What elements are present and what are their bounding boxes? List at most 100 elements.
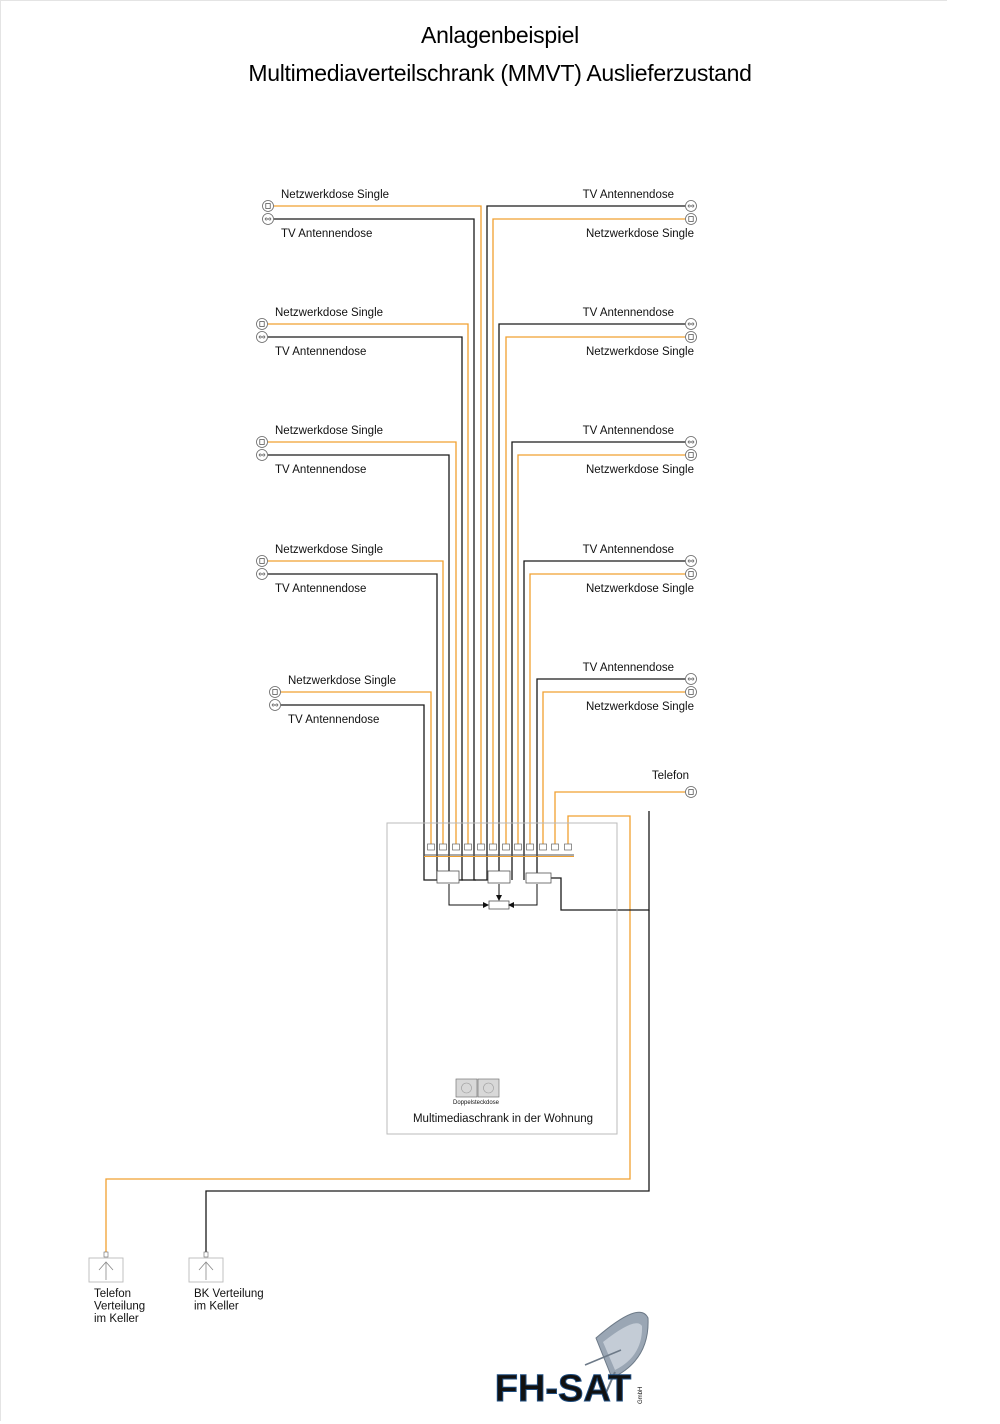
patch-port-icon <box>564 843 572 851</box>
network-cable <box>268 560 444 848</box>
network-socket-icon <box>262 200 274 212</box>
page-frame <box>0 0 947 1421</box>
network-socket-icon <box>685 331 697 343</box>
bk-feeder-cable <box>205 910 650 1255</box>
tv-socket-icon <box>256 331 268 343</box>
company-logo-suffix: GmbH <box>638 1387 644 1404</box>
network-socket-label: Netzwerkdose Single <box>586 701 694 713</box>
tv-socket-icon <box>269 699 281 711</box>
satellite-dish-icon <box>584 1311 649 1396</box>
tv-socket-label: TV Antennendose <box>583 425 674 437</box>
tv-socket-icon <box>256 449 268 461</box>
bk-distribution-label: BK Verteilung <box>194 1288 264 1300</box>
coax-cable <box>536 678 685 880</box>
phone-socket-icon <box>685 786 697 798</box>
network-socket-icon <box>685 568 697 580</box>
patch-port-icon <box>526 843 534 851</box>
network-socket-label: Netzwerkdose Single <box>586 228 694 240</box>
tv-socket-icon <box>685 318 697 330</box>
network-cable <box>505 336 685 848</box>
phone-distribution-label: Verteilung <box>94 1301 145 1313</box>
phone-distribution-box-icon <box>88 1251 124 1283</box>
patch-port-icon <box>427 843 435 851</box>
coax-cable <box>274 218 488 881</box>
coax-cable <box>498 323 685 880</box>
network-socket-label: Netzwerkdose Single <box>288 675 396 687</box>
network-socket-icon <box>685 686 697 698</box>
coax-cable <box>268 336 476 881</box>
signal-arrow <box>448 884 489 908</box>
company-logo: FH-SAT <box>495 1368 632 1410</box>
network-cable <box>542 691 685 848</box>
coax-cable <box>268 454 463 881</box>
network-socket-label: Netzwerkdose Single <box>586 583 694 595</box>
network-cable <box>281 691 432 848</box>
tv-socket-label: TV Antennendose <box>275 346 366 358</box>
patch-port-icon <box>464 843 472 851</box>
phone-socket-label: Telefon <box>652 770 689 782</box>
cabinet-label: Multimediaschrank in der Wohnung <box>413 1113 593 1125</box>
double-socket-label: Doppelsteckdose <box>453 1100 500 1106</box>
coax-cable <box>486 205 685 880</box>
tv-socket-icon <box>685 436 697 448</box>
network-socket-label: Netzwerkdose Single <box>275 425 383 437</box>
tv-socket-icon <box>685 200 697 212</box>
tv-socket-label: TV Antennendose <box>275 464 366 476</box>
double-socket-icon <box>455 1078 500 1098</box>
network-cable <box>268 323 469 848</box>
splitter-box <box>488 900 510 910</box>
network-socket-icon <box>256 318 268 330</box>
splitter-box <box>525 872 552 884</box>
network-socket-icon <box>256 436 268 448</box>
phone-feeder-cable <box>105 815 631 1255</box>
tv-socket-icon <box>685 673 697 685</box>
coax-cable <box>551 877 562 880</box>
network-socket-label: Netzwerkdose Single <box>586 346 694 358</box>
network-cable <box>492 218 685 848</box>
patch-port-icon <box>539 843 547 851</box>
network-cable <box>274 205 482 848</box>
network-socket-icon <box>685 213 697 225</box>
phone-distribution-label: im Keller <box>94 1313 139 1325</box>
coax-cable <box>511 441 685 880</box>
network-cable <box>529 573 685 848</box>
signal-arrow <box>508 884 538 908</box>
patch-port-icon <box>477 843 485 851</box>
tv-socket-label: TV Antennendose <box>275 583 366 595</box>
tv-socket-icon <box>262 213 274 225</box>
tv-socket-icon <box>256 568 268 580</box>
bk-feeder-cable <box>560 811 650 911</box>
splitter-box <box>487 870 511 884</box>
splitter-box <box>436 870 460 884</box>
network-socket-label: Netzwerkdose Single <box>275 544 383 556</box>
bk-distribution-box-icon <box>188 1251 224 1283</box>
network-cable <box>268 441 457 848</box>
network-socket-label: Netzwerkdose Single <box>275 307 383 319</box>
network-socket-icon <box>685 449 697 461</box>
page-subtitle: Multimediaverteilschrank (MMVT) Ausliefe… <box>248 60 752 86</box>
patch-port-icon <box>452 843 460 851</box>
tv-socket-label: TV Antennendose <box>288 714 379 726</box>
tv-socket-label: TV Antennendose <box>281 228 372 240</box>
network-socket-icon <box>269 686 281 698</box>
tv-socket-label: TV Antennendose <box>583 307 674 319</box>
bk-distribution-label: im Keller <box>194 1301 239 1313</box>
patch-port-icon <box>514 843 522 851</box>
tv-socket-label: TV Antennendose <box>583 662 674 674</box>
tv-socket-icon <box>685 555 697 567</box>
network-socket-icon <box>256 555 268 567</box>
tv-socket-label: TV Antennendose <box>583 544 674 556</box>
coax-cable <box>281 704 438 881</box>
coax-cable <box>523 560 685 880</box>
phone-distribution-label: Telefon <box>94 1288 131 1300</box>
patch-port-icon <box>551 843 559 851</box>
phone-cable <box>554 791 685 848</box>
tv-socket-label: TV Antennendose <box>583 189 674 201</box>
network-socket-label: Netzwerkdose Single <box>281 189 389 201</box>
patch-port-icon <box>439 843 447 851</box>
patch-port-icon <box>502 843 510 851</box>
patch-port-icon <box>489 843 497 851</box>
cabinet-box <box>386 822 618 1135</box>
network-socket-label: Netzwerkdose Single <box>586 464 694 476</box>
